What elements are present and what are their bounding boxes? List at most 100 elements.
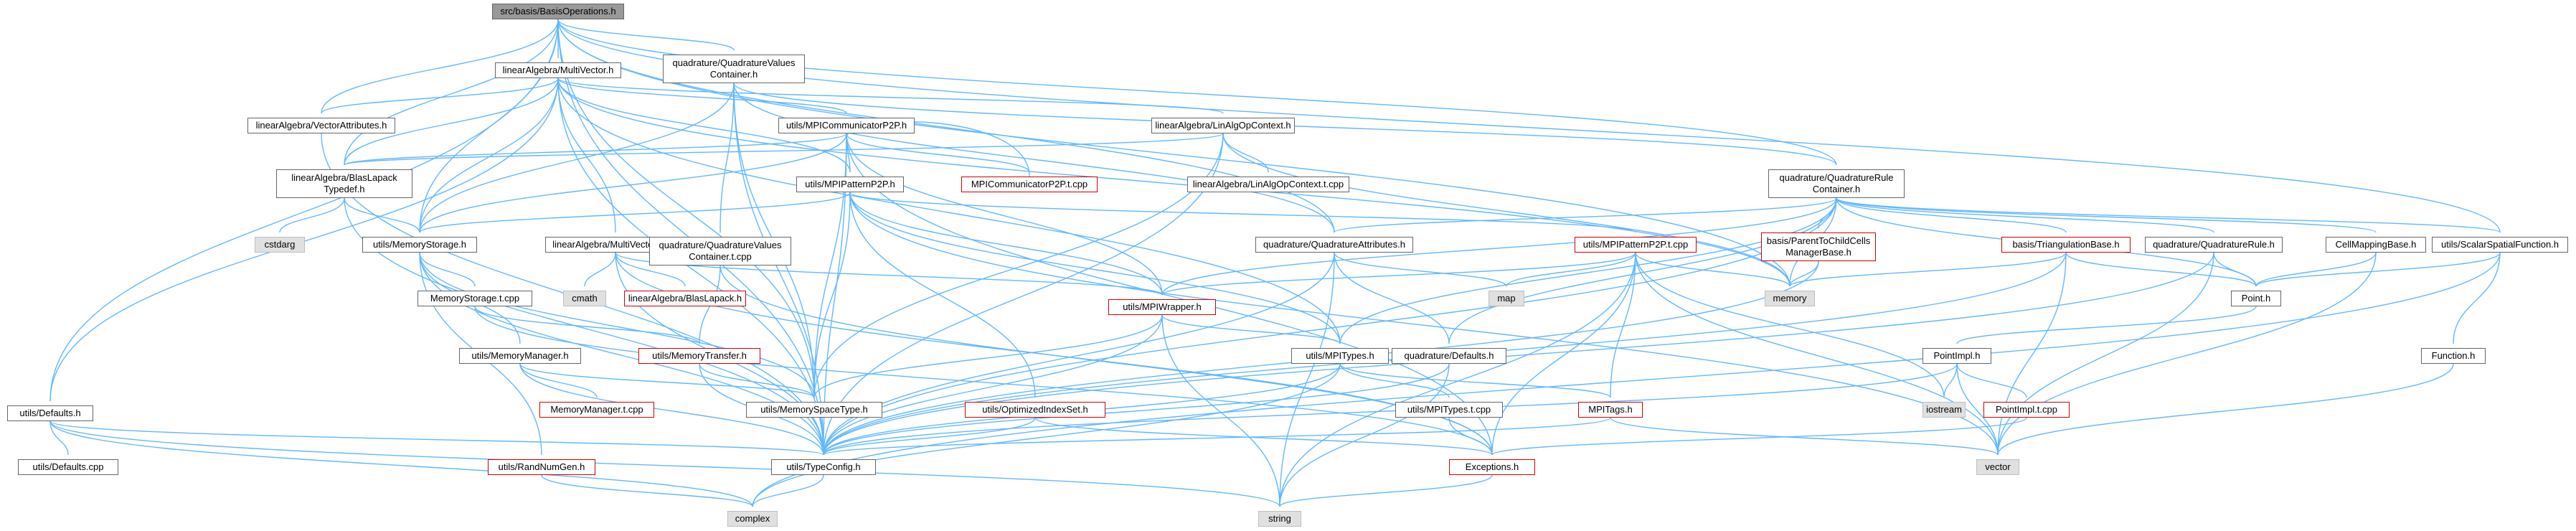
edge-triangulation-to-memory (1789, 252, 2067, 287)
edge-root-to-vectorattr (321, 19, 559, 114)
node-iostream: iostream (1922, 402, 1966, 418)
node-utils-defaults[interactable]: utils/Defaults.h (7, 405, 93, 421)
node-label: utils/MemoryStorage.h (372, 239, 467, 250)
node-triangulation-base[interactable]: basis/TriangulationBase.h (2001, 237, 2131, 253)
edge-qrc-to-qattr (1334, 197, 1837, 233)
edge-mpipatterntcpp-to-iostream (1635, 252, 1945, 398)
edge-udefaults-to-string (49, 420, 1280, 507)
node-label: utils/Defaults.cpp (32, 461, 104, 472)
node-blas-lapack-typedef[interactable]: linearAlgebra/BlasLapack Typedef.h (276, 169, 412, 198)
edge-mpicomm-to-mpiwrapper (846, 133, 1163, 296)
node-memory-manager[interactable]: utils/MemoryManager.h (459, 348, 581, 364)
node-linalg-op-context-tcpp[interactable]: linearAlgebra/LinAlgOpContext.t.cpp (1187, 177, 1349, 192)
node-label: cstdarg (264, 239, 296, 250)
node-mpi-communicator-p2p-tcpp[interactable]: MPICommunicatorP2P.t.cpp (961, 177, 1098, 192)
edge-root-to-blaslapacktypedef (344, 19, 559, 166)
node-vector: vector (1976, 459, 2019, 475)
edge-qrc-to-scalarfn (1836, 197, 2501, 233)
edge-qvctcpp-to-exceptions (720, 265, 1493, 456)
node-point-impl[interactable]: PointImpl.h (1922, 348, 1991, 364)
node-rand-num-gen[interactable]: utils/RandNumGen.h (488, 459, 595, 475)
edge-multivector-to-blaslapacktypedef (344, 77, 559, 166)
node-scalar-spatial-function[interactable]: utils/ScalarSpatialFunction.h (2432, 237, 2568, 253)
edge-optidxset-to-exceptions (1034, 417, 1493, 456)
node-quadrature-attributes[interactable]: quadrature/QuadratureAttributes.h (1255, 237, 1413, 253)
edge-mpicomm-to-mpicommt (846, 133, 1030, 173)
node-label: basis/TriangulationBase.h (2012, 239, 2120, 250)
node-mpi-communicator-p2p[interactable]: utils/MPICommunicatorP2P.h (778, 118, 915, 133)
edge-pointimpl-to-vector (1956, 363, 1999, 456)
edge-mpipatterntcpp-to-mpitags (1610, 252, 1636, 398)
edge-blaslapacktypedef-to-memstorage (344, 197, 420, 233)
edge-pointimpl-to-iostream (1943, 363, 1958, 398)
node-quadrature-defaults[interactable]: quadrature/Defaults.h (1392, 348, 1506, 364)
node-parent-to-child-cells[interactable]: basis/ParentToChildCells ManagerBase.h (1761, 232, 1876, 261)
edge-mpitypes-to-mpitags (1339, 363, 1611, 398)
node-type-config[interactable]: utils/TypeConfig.h (771, 459, 876, 475)
edge-mpitypes-to-mpitypest (1339, 363, 1450, 398)
node-quadrature-rule[interactable]: quadrature/QuadratureRule.h (2145, 237, 2283, 253)
edge-qrc-to-mpitypes (1339, 197, 1837, 344)
node-memory-transfer[interactable]: utils/MemoryTransfer.h (638, 348, 760, 364)
node-label: utils/MemorySpaceType.h (760, 404, 868, 415)
node-mpi-tags[interactable]: MPITags.h (1578, 402, 1643, 418)
node-label: utils/MPITypes.h (1306, 350, 1374, 361)
node-mpi-types-tcpp[interactable]: utils/MPITypes.t.cpp (1395, 402, 1503, 418)
edge-scalarfn-to-function (2453, 252, 2501, 344)
node-label: cmath (572, 293, 598, 304)
edge-mpipatterntcpp-to-memory (1635, 252, 1791, 287)
node-label: PointImpl.h (1933, 350, 1981, 361)
node-quadrature-values-container-tcpp[interactable]: quadrature/QuadratureValues Container.t.… (649, 237, 791, 266)
edge-qrc-to-qdefaults (1448, 197, 1837, 344)
edge-mpipattern-to-mpipatterntcpp (849, 192, 1636, 233)
node-point[interactable]: Point.h (2231, 291, 2281, 306)
edge-multivector-to-mpipattern (557, 77, 851, 173)
node-function[interactable]: Function.h (2421, 348, 2486, 364)
node-memory-storage-tcpp[interactable]: MemoryStorage.t.cpp (417, 291, 532, 306)
edge-triangulation-to-point (2065, 252, 2257, 287)
edge-qrule-to-typeconfig (823, 252, 2214, 456)
edge-qrc-to-triangulation (1836, 197, 2067, 233)
node-mpi-wrapper[interactable]: utils/MPIWrapper.h (1108, 299, 1216, 315)
node-quadrature-values-container[interactable]: quadrature/QuadratureValues Container.h (663, 55, 805, 83)
node-mpi-pattern-p2p[interactable]: utils/MPIPatternP2P.h (796, 177, 904, 192)
node-complex: complex (727, 511, 778, 527)
node-optimized-index-set[interactable]: utils/OptimizedIndexSet.h (965, 402, 1105, 418)
edge-pointimpl-to-typeconfig (823, 363, 1958, 456)
node-linalg-op-context[interactable]: linearAlgebra/LinAlgOpContext.h (1151, 118, 1295, 133)
edge-multivector-to-memory (557, 77, 1791, 287)
node-multivector[interactable]: linearAlgebra/MultiVector.h (495, 62, 621, 78)
node-quadrature-rule-container[interactable]: quadrature/QuadratureRule Container.h (1768, 169, 1905, 198)
node-label: quadrature/QuadratureValues Container.h (672, 57, 796, 80)
edge-blaslapacktypedef-to-cstdarg (279, 197, 345, 233)
edge-linalgopctx-to-blaslapacktypedef (344, 133, 1224, 166)
node-point-impl-tcpp[interactable]: PointImpl.t.cpp (1983, 402, 2070, 418)
edge-qvc-to-memstorage (419, 83, 735, 233)
node-mpi-types[interactable]: utils/MPITypes.h (1291, 348, 1389, 364)
edge-memmanager-to-memspacetype (519, 363, 815, 398)
node-memory-manager-tcpp[interactable]: MemoryManager.t.cpp (539, 402, 654, 418)
edge-qrc-to-qrule (1836, 197, 2214, 233)
node-memory-space-type[interactable]: utils/MemorySpaceType.h (746, 402, 882, 418)
node-vector-attributes[interactable]: linearAlgebra/VectorAttributes.h (247, 118, 395, 133)
node-label: quadrature/QuadratureRule Container.h (1779, 172, 1894, 194)
node-label: memory (1773, 293, 1807, 304)
node-cell-mapping-base[interactable]: CellMappingBase.h (2326, 237, 2426, 253)
edge-mpiwrapper-to-typeconfig (823, 314, 1163, 456)
node-blas-lapack[interactable]: linearAlgebra/BlasLapack.h (624, 291, 746, 306)
edge-memstorage-to-memspacetype (419, 252, 815, 398)
node-exceptions[interactable]: Exceptions.h (1449, 459, 1535, 475)
edge-qrule-to-vector (1997, 252, 2214, 456)
edge-mpipattern-to-memstorage (419, 192, 851, 233)
edge-mvtcpp-to-mpiwrapper (615, 252, 1163, 296)
node-mpi-pattern-p2p-tcpp[interactable]: utils/MPIPatternP2P.t.cpp (1575, 237, 1697, 253)
node-memory-storage[interactable]: utils/MemoryStorage.h (362, 237, 477, 253)
edge-mpipatterntcpp-to-exceptions (1491, 252, 1636, 456)
edge-mpiwrapper-to-memspacetype (813, 314, 1163, 398)
edge-linalgopctx-to-linalgopctxt (1222, 133, 1269, 173)
node-label: vector (1985, 461, 2011, 472)
edge-root-to-memspacetype (557, 19, 815, 398)
node-utils-defaults-cpp[interactable]: utils/Defaults.cpp (18, 459, 118, 475)
edge-udefaults-to-udefaultscpp (49, 420, 69, 456)
edge-mpitypes-to-complex (752, 363, 1341, 507)
